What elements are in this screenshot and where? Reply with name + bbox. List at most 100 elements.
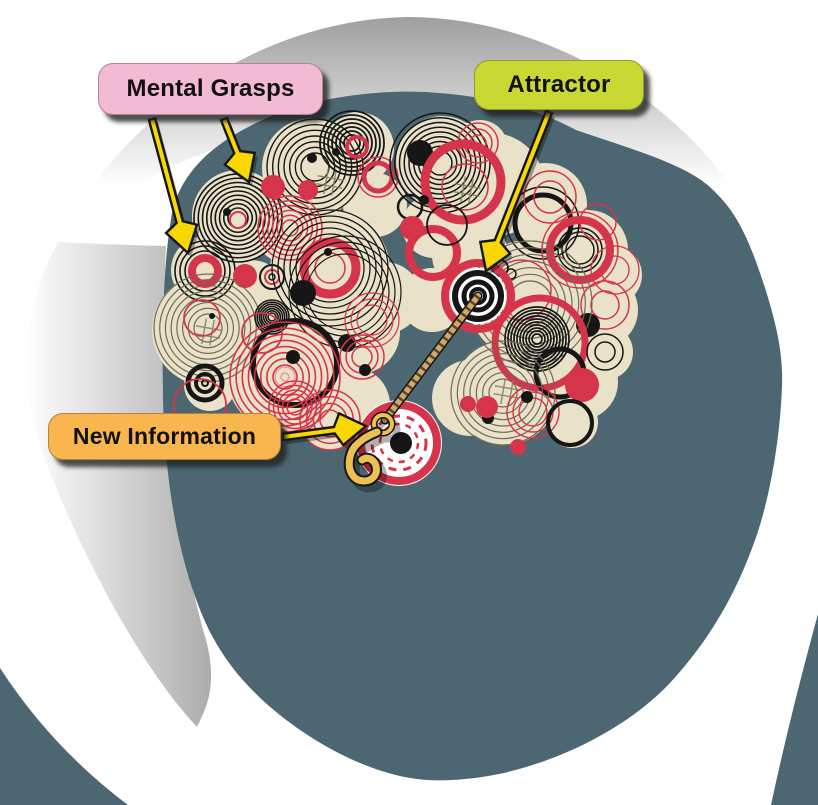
dot: [209, 313, 215, 319]
dot: [460, 396, 476, 412]
concentric-ring: [214, 194, 262, 242]
attractor-arrow-shape: [478, 109, 554, 274]
ring: [188, 254, 222, 288]
concentric-ring: [256, 301, 288, 333]
ring: [452, 270, 504, 322]
label-attractor: Attractor: [474, 60, 644, 110]
ring: [185, 363, 225, 403]
concentric-ring: [531, 333, 543, 345]
ring: [426, 204, 468, 246]
concentric-ring: [201, 181, 275, 255]
concentric-ring: [590, 245, 640, 295]
grid-line: [494, 385, 521, 392]
hook-body: [345, 428, 381, 485]
concentric-ring: [356, 304, 388, 336]
callout-arrows: [147, 109, 555, 450]
concentric-ring: [469, 359, 537, 427]
concentric-ring: [594, 341, 616, 363]
concentric-ring: [528, 330, 546, 348]
mental-grasps-arrow-long: [147, 116, 200, 257]
grid-line: [467, 177, 474, 204]
concentric-ring: [580, 280, 630, 330]
concentric-ring: [590, 290, 620, 320]
concentric-ring: [323, 114, 381, 172]
concentric-ring: [176, 296, 240, 360]
new-information-arrow-shape: [281, 411, 369, 447]
hook-ring: [372, 413, 394, 435]
dot: [521, 391, 533, 403]
ring-group: [257, 195, 323, 261]
ring: [546, 399, 594, 447]
dot: [298, 180, 318, 200]
concentric-ring: [262, 200, 318, 256]
concentric-ring: [266, 118, 364, 216]
concentric-ring: [525, 327, 549, 351]
concentric-ring: [187, 307, 229, 349]
grid-mark: [453, 176, 481, 204]
concentric-ring: [533, 180, 567, 214]
ring: [405, 225, 461, 281]
concentric-ring: [343, 134, 361, 152]
concentric-ring: [222, 202, 254, 234]
hook-icon: [343, 411, 401, 493]
concentric-ring: [274, 366, 296, 388]
ring: [299, 237, 361, 299]
rope-line: [380, 291, 483, 425]
label-mental-grasps-text: Mental Grasps: [126, 75, 295, 102]
concentric-ring: [565, 235, 595, 265]
grid-line: [330, 169, 337, 196]
concentric-ring: [331, 122, 373, 164]
grid-line: [460, 176, 467, 203]
cream-blob: [582, 245, 642, 305]
grid-line: [316, 182, 343, 189]
ring: [229, 211, 247, 229]
dot: [390, 432, 412, 454]
concentric-ring: [218, 198, 258, 238]
concentric-ring: [241, 333, 329, 421]
concentric-ring: [271, 209, 389, 327]
concentric-ring: [299, 389, 361, 451]
label-attractor-text: Attractor: [507, 71, 611, 98]
ring-group: [504, 306, 570, 372]
concentric-ring: [259, 351, 311, 403]
teal-corner-bottom-left: [0, 668, 128, 805]
concentric-ring: [519, 321, 555, 357]
ring: [579, 203, 617, 241]
dashed-ring: [370, 414, 428, 472]
concentric-ring: [295, 233, 365, 303]
concentric-ring: [277, 389, 313, 425]
concentric-ring: [600, 255, 630, 285]
dashed-ring: [378, 422, 420, 464]
concentric-ring: [276, 214, 304, 242]
concentric-ring: [586, 333, 624, 371]
concentric-ring: [193, 313, 223, 343]
grid-line: [453, 190, 480, 197]
dot: [565, 368, 599, 402]
mental-grasps-arrow-long-shape: [147, 116, 199, 256]
concentric-ring: [463, 353, 543, 433]
concentric-ring: [523, 170, 577, 224]
concentric-ring: [272, 384, 318, 430]
ring-group: [319, 110, 385, 176]
teal-corner-bottom-right: [771, 614, 818, 805]
concentric-ring: [281, 393, 309, 421]
ring: [441, 163, 489, 211]
concentric-ring: [488, 378, 518, 408]
ring-group: [523, 170, 577, 224]
dot: [419, 195, 429, 205]
grid-mark: [194, 318, 222, 346]
cream-blob: [577, 324, 633, 380]
dot: [407, 140, 433, 166]
grid-line: [500, 378, 507, 405]
ring-group: [586, 333, 624, 371]
label-new-information: New Information: [48, 413, 281, 460]
concentric-ring: [306, 253, 384, 331]
ring-group: [274, 366, 296, 388]
dot: [233, 264, 257, 288]
grid-line: [195, 325, 222, 332]
concentric-ring: [300, 152, 330, 182]
ring: [357, 156, 399, 198]
concentric-ring: [450, 340, 556, 446]
